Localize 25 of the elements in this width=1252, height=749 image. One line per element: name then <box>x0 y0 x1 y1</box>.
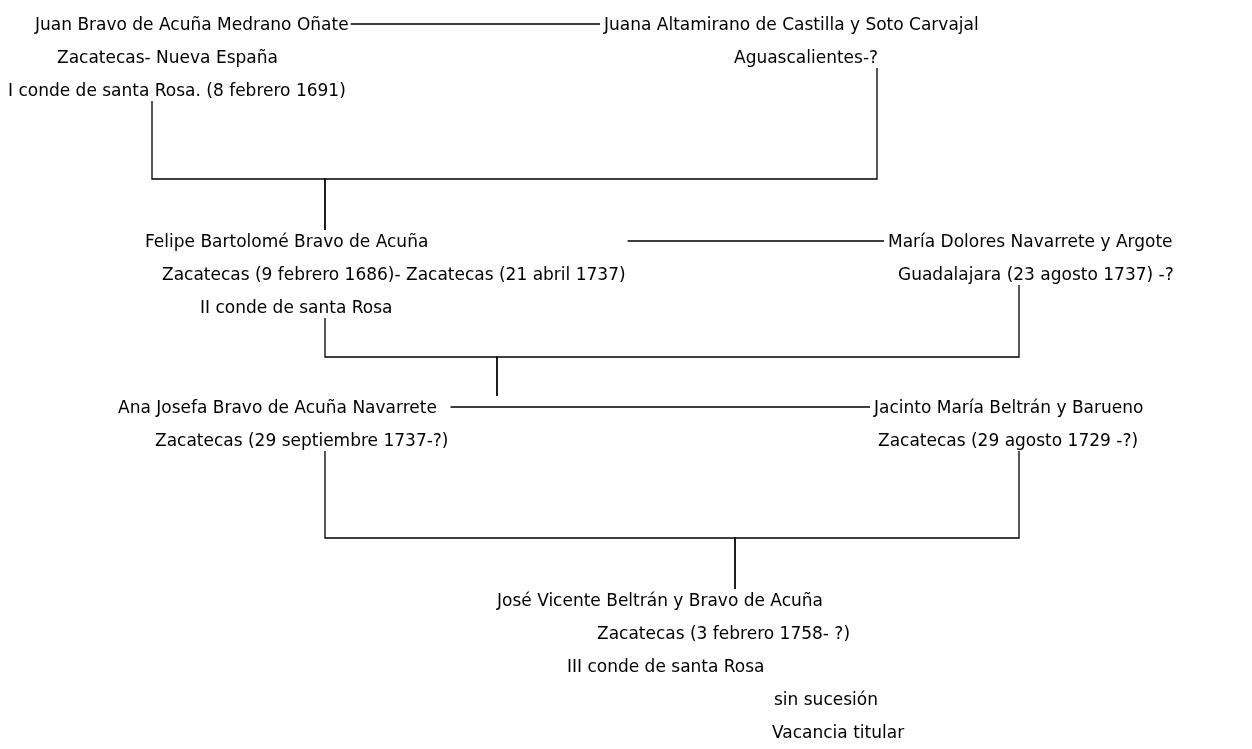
person-detail: Zacatecas (3 febrero 1758- ?) <box>597 622 851 644</box>
person-detail: Zacatecas (29 agosto 1729 -?) <box>878 429 1139 451</box>
person-detail: Zacatecas (29 septiembre 1737-?) <box>155 429 449 451</box>
descent-line <box>734 450 1020 590</box>
person-detail: sin sucesión <box>774 688 878 710</box>
marriage-line <box>350 23 601 25</box>
person-name: José Vicente Beltrán y Bravo de Acuña <box>497 589 823 611</box>
person-detail: Guadalajara (23 agosto 1737) -? <box>898 263 1174 285</box>
person-name: María Dolores Navarrete y Argote <box>888 230 1173 252</box>
person-detail: Zacatecas- Nueva España <box>57 46 278 68</box>
person-name: Ana Josefa Bravo de Acuña Navarrete <box>118 396 437 418</box>
marriage-line <box>626 240 885 242</box>
person-name: Felipe Bartolomé Bravo de Acuña <box>145 230 429 252</box>
descent-line <box>496 284 1020 397</box>
marriage-line <box>449 406 871 408</box>
person-detail: III conde de santa Rosa <box>567 655 765 677</box>
descent-line <box>324 67 878 231</box>
person-detail: Zacatecas (9 febrero 1686)- Zacatecas (21 abril 1737) <box>162 263 626 285</box>
person-detail: I conde de santa Rosa. (8 febrero 1691) <box>8 79 346 101</box>
person-detail: II conde de santa Rosa <box>200 296 393 318</box>
person-name: Jacinto María Beltrán y Barueno <box>874 396 1144 418</box>
person-name: Juana Altamirano de Castilla y Soto Carvajal <box>604 13 979 35</box>
person-detail: Aguascalientes-? <box>734 46 879 68</box>
person-detail: Vacancia titular <box>772 721 905 743</box>
person-name: Juan Bravo de Acuña Medrano Oñate <box>35 13 349 35</box>
